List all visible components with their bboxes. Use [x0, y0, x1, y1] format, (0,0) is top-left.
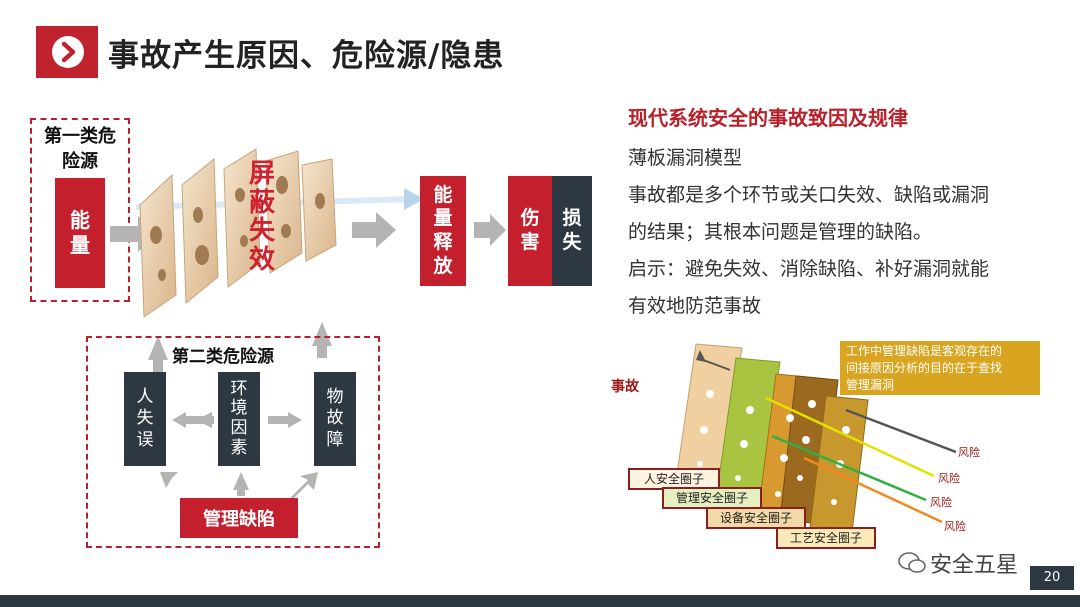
chevron-right-icon: [52, 36, 84, 68]
environment-factor-box: 环境因素: [218, 372, 260, 466]
energy-box: 能量: [55, 178, 105, 288]
section-heading: 现代系统安全的事故致因及规律: [628, 106, 908, 130]
description-line-1: 事故都是多个环节或关口失效、缺陷或漏洞: [628, 184, 990, 206]
class1-hazard-frame: [30, 118, 130, 302]
risk-label-1: 风险: [958, 446, 980, 459]
circle-label-management: 管理安全圈子: [662, 487, 762, 509]
energy-release-box: 能量释放: [420, 176, 466, 286]
human-error-box: 人失误: [124, 372, 166, 466]
circle-label-process: 工艺安全圈子: [776, 527, 876, 549]
shield-failure-label: 屏蔽失效: [248, 159, 275, 275]
description-line-2: 的结果；其根本问题是管理的缺陷。: [628, 221, 933, 243]
class1-hazard-label: 第一类危险源: [44, 126, 116, 172]
insight-line-1: 启示：避免失效、消除缺陷、补好漏洞就能: [628, 258, 990, 280]
circle-label-equipment: 设备安全圈子: [706, 507, 806, 529]
management-defect-box: 管理缺陷: [180, 498, 298, 538]
wechat-icon: [898, 552, 926, 573]
swiss-cheese-model-illustration: [675, 343, 957, 533]
watermark-text: 安全五星: [930, 553, 1019, 578]
swiss-cheese-plates: [139, 148, 337, 318]
loss-box: 损失: [552, 176, 592, 286]
page-number: 20: [1030, 566, 1074, 590]
risk-label-4: 风险: [944, 520, 966, 533]
class2-hazard-frame: [86, 336, 380, 548]
model-name-text: 薄板漏洞模型: [628, 147, 743, 169]
risk-label-2: 风险: [938, 472, 960, 485]
class2-hazard-label: 第二类危险源: [172, 347, 274, 367]
accident-label: 事故: [611, 379, 639, 395]
management-defect-note: 工作中管理缺陷是客观存在的 间接原因分析的目的在于查找 管理漏洞: [840, 341, 1040, 395]
injury-box: 伤害: [508, 176, 552, 286]
page-title: 事故产生原因、危险源/隐患: [108, 38, 505, 74]
circle-label-human: 人安全圈子: [628, 468, 720, 490]
equipment-fault-box: 物故障: [314, 372, 356, 466]
bottom-bar: [0, 595, 1080, 607]
risk-label-3: 风险: [930, 496, 952, 509]
insight-line-2: 有效地防范事故: [628, 295, 762, 317]
